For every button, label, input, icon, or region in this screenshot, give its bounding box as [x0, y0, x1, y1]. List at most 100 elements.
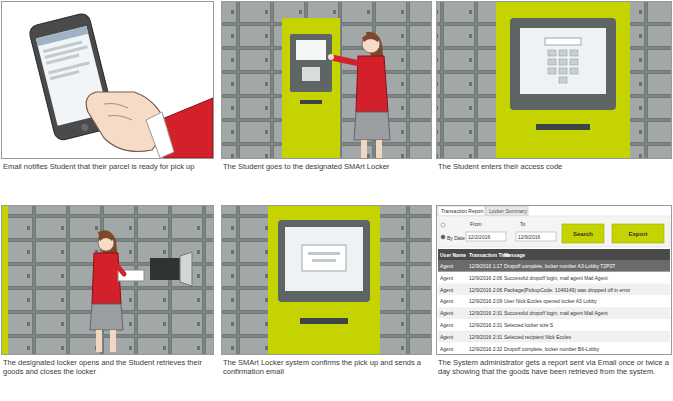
date-input	[466, 232, 506, 241]
kiosk-frame	[496, 1, 630, 159]
panel-caption: The designated locker opens and the Stud…	[1, 358, 214, 376]
keypad-illustration	[436, 1, 672, 159]
table-cell: Dropoff complete, locker number B6-Lobby	[504, 346, 599, 352]
kiosk-slot	[300, 318, 348, 324]
panel-ground	[1, 1, 214, 159]
table-cell: User Nick Eccles opened locker A3 Lobby	[504, 298, 597, 304]
leg	[96, 330, 102, 352]
table-row	[438, 260, 670, 272]
panel-caption: The SMArt Locker system confirms the pic…	[221, 358, 432, 376]
table-row	[438, 319, 670, 331]
storyboard-panel: The Student goes to the designated SMArt…	[221, 1, 432, 171]
table-cell: Agent	[440, 263, 453, 269]
panel-frame	[221, 1, 432, 159]
date-value: 12/9/2016	[518, 234, 540, 240]
table-cell: Successful dropoff login, mail agent Mai…	[504, 275, 608, 281]
text-line	[48, 61, 89, 74]
date-input	[516, 232, 556, 241]
table-cell: Agent	[440, 310, 453, 316]
table-cell: Selected locker size S	[504, 322, 553, 328]
table-row	[438, 343, 670, 355]
confirmation-illustration	[221, 205, 432, 355]
storyboard-panel: Email notifies Student that their parcel…	[1, 1, 214, 171]
table-cell: Dropoff complete, locker number A3-Lobby…	[504, 263, 615, 269]
table-cell: 12/9/2016 2:31	[469, 310, 502, 316]
kiosk-slot	[536, 124, 590, 130]
table-cell: 12/9/2016 1:17	[469, 263, 502, 269]
button-label: Export	[612, 231, 664, 237]
table-header	[438, 249, 670, 260]
code-field	[545, 38, 581, 45]
kiosk-frame	[268, 205, 380, 355]
text-line	[50, 70, 80, 80]
table-row	[438, 284, 670, 296]
text-line	[308, 252, 340, 255]
panel-frame	[1, 205, 214, 355]
panel-frame	[436, 1, 672, 159]
home-button	[81, 123, 89, 131]
head	[98, 235, 114, 251]
field-label: To	[520, 221, 525, 227]
text-line	[46, 54, 80, 65]
panel-caption: The Student goes to the designated SMArt…	[221, 162, 432, 171]
tab-label: Locker Summary	[489, 208, 527, 214]
locker-wall	[221, 1, 432, 159]
table-cell: 12/9/2016 2:06	[469, 275, 502, 281]
button-label: Search	[562, 231, 604, 237]
head	[362, 35, 380, 53]
hand	[328, 54, 334, 60]
date-value: 12/2/2016	[468, 234, 490, 240]
locker-wall	[1, 205, 214, 355]
kiosk-screen	[520, 28, 606, 94]
keypad	[548, 50, 578, 83]
table-header-cell: User Name	[440, 252, 466, 258]
hair-top	[98, 234, 114, 241]
phone-illustration	[1, 1, 214, 159]
jacket	[92, 253, 121, 304]
tab	[438, 206, 485, 216]
table-header-cell: Transaction Time	[469, 252, 510, 258]
report-screen	[436, 205, 672, 355]
radio	[441, 235, 445, 239]
table-cell: Agent	[440, 346, 453, 352]
field-label: By Date	[447, 235, 465, 241]
leg	[376, 140, 382, 158]
leg	[110, 330, 116, 352]
skirt	[354, 112, 390, 140]
filter-bar	[438, 216, 670, 247]
table-cell: 12/9/2016 2:06	[469, 287, 502, 293]
tab-label: Transaction Report	[441, 208, 483, 214]
open-compartment	[150, 258, 180, 280]
kiosk-edge	[1, 205, 8, 355]
confirm-dialog	[302, 245, 346, 271]
table-cell: 12/9/2016 2:31	[469, 334, 502, 340]
table-cell: Agent	[440, 334, 453, 340]
open-locker-illustration	[1, 205, 214, 355]
tab	[486, 206, 528, 216]
table-cell: Successful dropoff login, mail agent Mai…	[504, 310, 608, 316]
kiosk-slot	[300, 100, 322, 104]
kiosk-keypad	[302, 67, 320, 81]
table-row	[438, 331, 670, 343]
locker-wall-illustration	[221, 1, 432, 159]
table-row	[438, 272, 670, 284]
storyboard-panel: The SMArt Locker system confirms the pic…	[221, 205, 432, 376]
panel-ground	[436, 205, 672, 355]
arm	[114, 262, 124, 274]
export-button	[612, 224, 664, 243]
table-cell: 12/9/2016 2:31	[469, 322, 502, 328]
table-cell: Agent	[440, 287, 453, 293]
table-cell: 12/9/2016 2:09	[469, 298, 502, 304]
panel-caption: The Student enters their access code	[436, 162, 672, 171]
panel-caption: The System administrator gets a report s…	[436, 358, 672, 376]
panel-caption: Email notifies Student that their parcel…	[1, 162, 214, 171]
kiosk-housing	[278, 220, 370, 302]
kiosk-screen	[285, 227, 363, 291]
storyboard-panel: The designated locker opens and the Stud…	[1, 205, 214, 376]
arm	[334, 58, 362, 64]
table-header-cell: Message	[504, 252, 525, 258]
kiosk-screen	[296, 40, 326, 60]
